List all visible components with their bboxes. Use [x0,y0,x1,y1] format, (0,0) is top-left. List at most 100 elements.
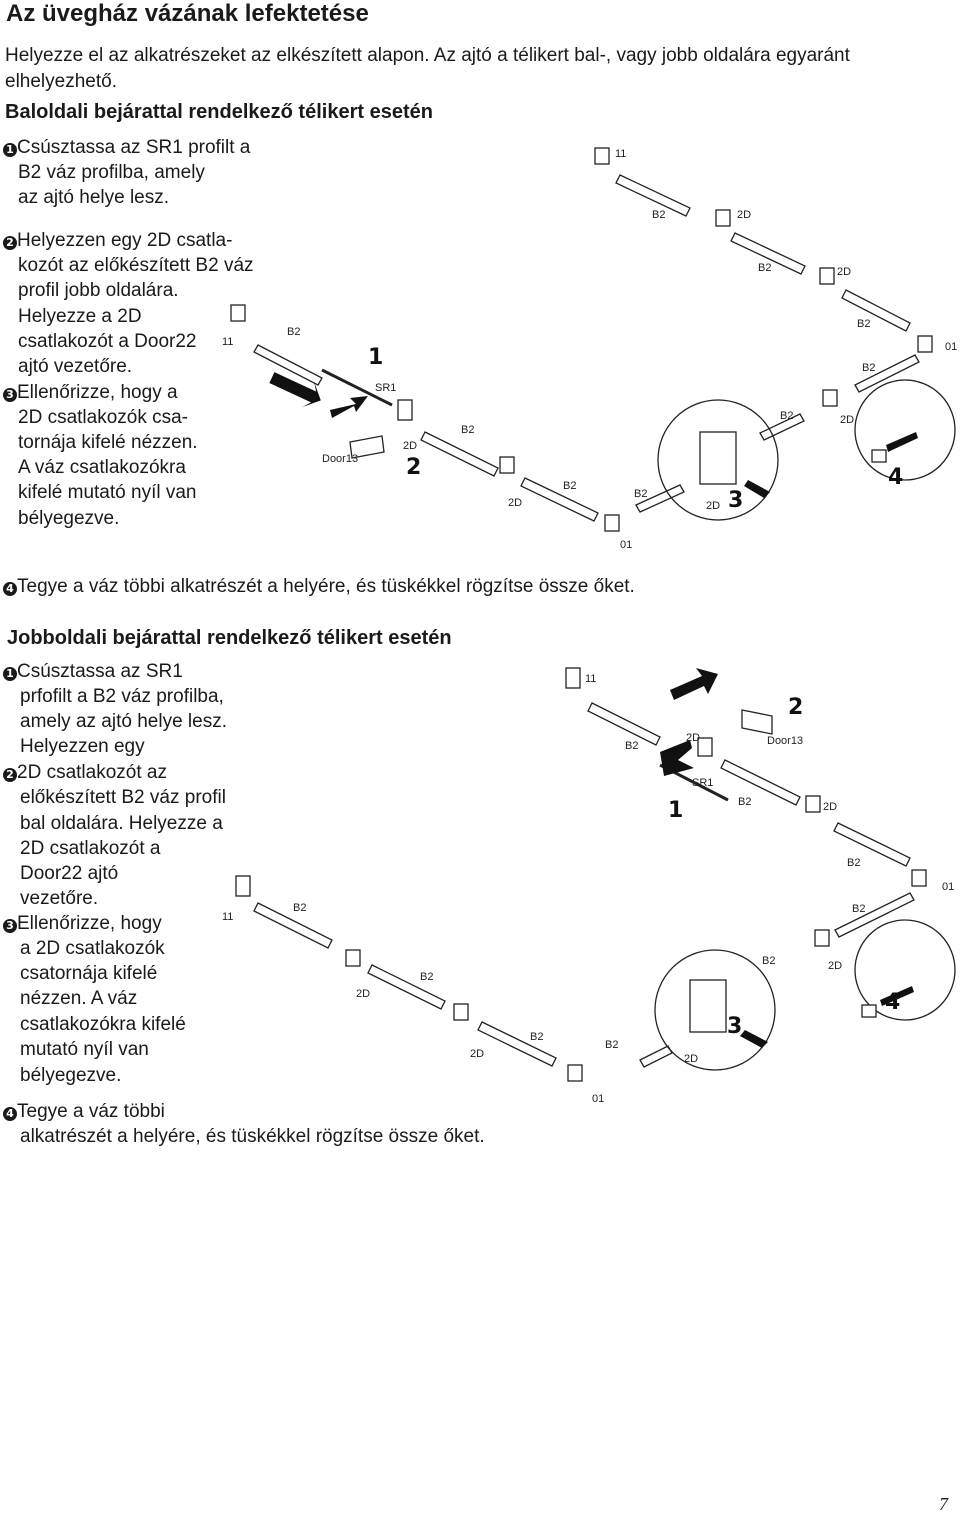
arrow-icon [269,372,321,408]
detail-circle [654,949,776,1071]
door-guide [741,709,773,735]
label-2d: 2D [706,500,720,512]
step-text-line: Ellenőrizze, hogy [17,913,162,934]
connector-2d [805,795,821,813]
corner-connector [565,667,581,689]
label-b2: B2 [287,326,300,338]
connector-2d [697,737,713,757]
connector-2d [345,949,361,967]
step-text-line: bélyegezve. [18,508,120,529]
corner-connector [235,875,251,897]
label-11: 11 [222,336,233,348]
label-2d: 2D [837,266,851,278]
label-b2: B2 [420,971,433,983]
label-01: 01 [620,539,632,551]
step-text-line: bélyegezve. [20,1065,122,1086]
label-2d: 2D [508,497,522,509]
detail-circle [854,919,956,1021]
label-b2: B2 [738,796,751,808]
right-frame-diagram: 11 11 B2 2D B2 2D B2 01 B2 2D B2 2D Door… [222,667,956,1105]
label-11: 11 [615,148,626,160]
step-text-line: Tegye a váz többi alkatrészét a helyére,… [17,576,635,597]
step-badge: 4 [3,1107,17,1121]
door-guide [349,435,385,459]
step-text-line: Door22 ajtó [20,863,119,884]
section-heading-left: Baloldali bejárattal rendelkező télikert… [5,101,433,123]
connector-2d [814,929,830,947]
detail-circle [854,379,956,481]
frame-profile [615,174,691,217]
step-text-line: csatornája kifelé [20,963,158,984]
arrow-icon [886,432,918,452]
arrow-icon [740,1030,768,1048]
frame-profile [841,289,911,332]
step-marker-4: 4 [885,990,900,1015]
sr1-profile [321,368,393,407]
page-number: 7 [939,1494,948,1514]
step-badge: 2 [3,236,17,250]
intro-paragraph: Helyezze el az alkatrészeket az elkészít… [5,45,850,92]
step-marker-1: 1 [368,345,383,370]
connector-2d [819,267,835,285]
step-text-line: Helyezzen egy [20,736,145,757]
frame-profile [730,232,806,275]
step-text-line: Helyezze a 2D [18,306,142,327]
connector-2d [499,456,515,474]
step-text-line: csatlakozót a Door22 [18,331,197,352]
label-2d: 2D [403,440,417,452]
label-b2: B2 [563,480,576,492]
label-2d: 2D [840,414,854,426]
frame-profile [854,354,920,393]
label-11: 11 [222,911,233,923]
step-text-line: tornája kifelé nézzen. [18,432,198,453]
label-b2: B2 [634,488,647,500]
step-text-line: 2D csatlakozók csa- [18,407,189,428]
label-2d: 2D [356,988,370,1000]
step-text-line: 2D csatlakozót az [17,762,167,783]
step-text-line: Csúsztassa az SR1 [17,661,183,682]
label-2d: 2D [737,209,751,221]
label-b2: B2 [862,362,875,374]
label-2d: 2D [684,1053,698,1065]
step-badge: 1 [3,143,17,157]
step-badge: 1 [3,667,17,681]
step-text-line: Helyezzen egy 2D csatla- [17,230,233,251]
label-b2: B2 [625,740,638,752]
step-text-line: kifelé mutató nyíl van [18,482,197,503]
corner-connector [917,335,933,353]
corner-connector [604,514,620,532]
step-text-line: mutató nyíl van [20,1039,149,1060]
connector-2d [715,209,731,227]
connector-2d [453,1003,469,1021]
arrow-icon [330,396,368,418]
step-marker-4: 4 [888,465,903,490]
step-text-line: Ellenőrizze, hogy a [17,382,178,403]
step-text-line: a 2D csatlakozók [20,938,165,959]
label-b2: B2 [852,903,865,915]
arrow-icon [670,668,718,700]
page-title: Az üvegház vázának lefektetése [6,0,369,27]
arrow-icon [880,986,914,1006]
step-marker-2: 2 [788,695,803,720]
step-text-line: csatlakozókra kifelé [20,1014,186,1035]
label-b2: B2 [762,955,775,967]
frame-profile [759,413,805,441]
step-text-line: profil jobb oldalára. [18,280,179,301]
label-b2: B2 [605,1039,618,1051]
frame-profile [834,892,915,938]
corner-connector [911,869,927,887]
step-text-line: Tegye a váz többi [17,1101,165,1122]
step-text-line: 2D csatlakozót a [20,838,161,859]
step-text-line: A váz csatlakozókra [18,457,186,478]
corner-connector [230,304,246,322]
step-text-line: Csúsztassa az SR1 profilt a [17,137,251,158]
detail-connector [689,979,727,1033]
frame-profile [253,344,323,386]
frame-profile [639,1045,673,1068]
step-text-line: ajtó vezetőre. [18,356,133,377]
label-2d: 2D [823,801,837,813]
left-frame-diagram: B2 11 11 SR1 2D Door13 B2 2D B2 01 B2 2D… [222,147,957,551]
